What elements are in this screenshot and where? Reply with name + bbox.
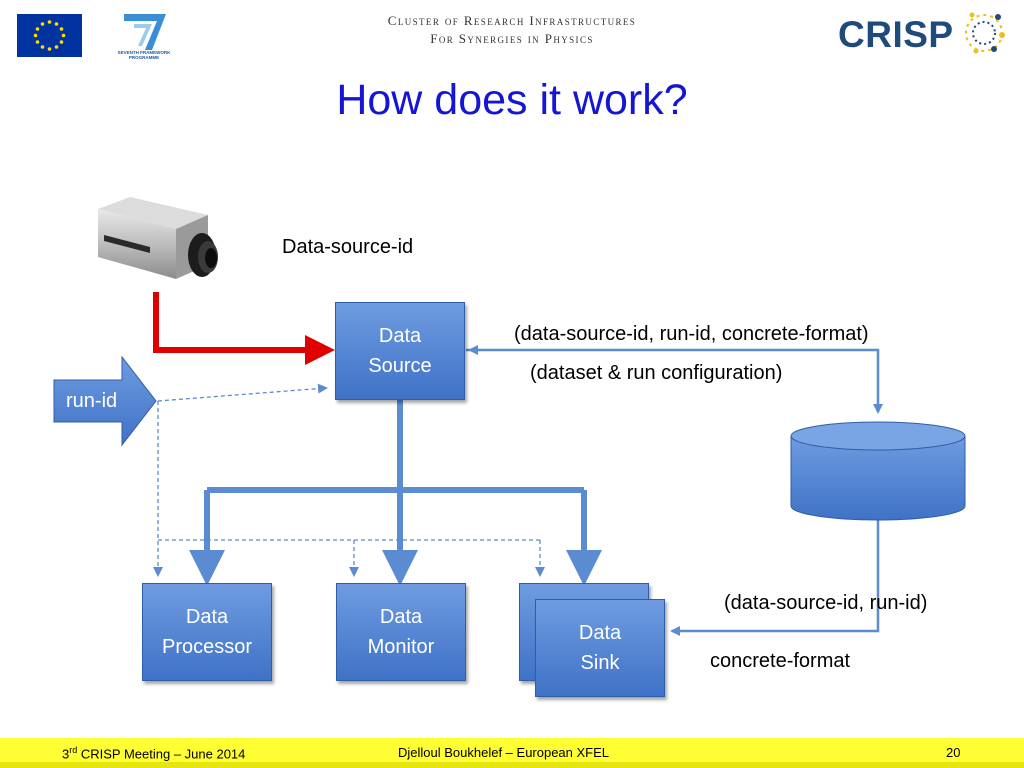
camera-to-source-arrow <box>153 292 335 365</box>
data-sink-line1: Data <box>578 622 622 644</box>
data-source-id-label: Data-source-id <box>282 236 414 258</box>
run-id-label: run-id <box>66 390 118 412</box>
label-triple: (data-source-id, run-id, concrete-format… <box>514 323 869 345</box>
fp7-logo-text: SEVENTH FRAMEWORK PROGRAMME <box>117 50 171 60</box>
data-monitor-line1: Data <box>379 606 423 628</box>
header-line-1: Cluster of Research Infrastructures <box>387 13 637 28</box>
crisp-logo-text: CRISP <box>838 14 954 55</box>
storage-cylinder <box>789 420 967 522</box>
data-processor-line1: Data <box>185 606 229 628</box>
runid-to-source-dashed <box>157 383 328 402</box>
eu-flag-logo <box>17 14 82 57</box>
data-processor-line2: Processor <box>161 636 253 658</box>
header-title: Cluster of Research Infrastructures For … <box>280 12 744 48</box>
data-monitor-box: Data Monitor <box>336 583 466 681</box>
footer-bar-bottom <box>0 762 1024 768</box>
footer-meeting-number: 3 <box>62 746 70 762</box>
data-monitor-line2: Monitor <box>367 636 435 658</box>
data-sink-line2: Sink <box>580 652 620 674</box>
data-source-box: Data Source <box>335 302 465 400</box>
data-sink-box: Data Sink <box>535 599 665 697</box>
label-format: concrete-format <box>710 650 851 672</box>
footer-meeting-text: CRISP Meeting – June 2014 <box>77 746 246 762</box>
data-processor-box: Data Processor <box>142 583 272 681</box>
footer-meeting-ordinal: rd <box>69 745 78 755</box>
label-config: (dataset & run configuration) <box>530 362 783 384</box>
footer-page-number: 20 <box>946 745 961 760</box>
footer-author: Djelloul Boukhelef – European XFEL <box>398 745 610 760</box>
header-line-2: For Synergies in Physics <box>430 31 594 46</box>
camera-image <box>90 195 225 290</box>
crisp-logo-icon <box>958 5 1014 61</box>
label-pair: (data-source-id, run-id) <box>724 592 928 614</box>
data-source-line2: Source <box>368 355 432 377</box>
run-id-arrow: run-id <box>52 355 158 447</box>
footer-meeting: 3rd CRISP Meeting – June 2014 <box>62 745 245 761</box>
source-to-storage <box>466 348 883 414</box>
data-source-line1: Data <box>378 325 422 347</box>
fp7-logo: SEVENTH FRAMEWORK PROGRAMME <box>112 10 176 62</box>
storage-to-sink <box>670 518 880 636</box>
page-title: How does it work? <box>336 76 688 124</box>
